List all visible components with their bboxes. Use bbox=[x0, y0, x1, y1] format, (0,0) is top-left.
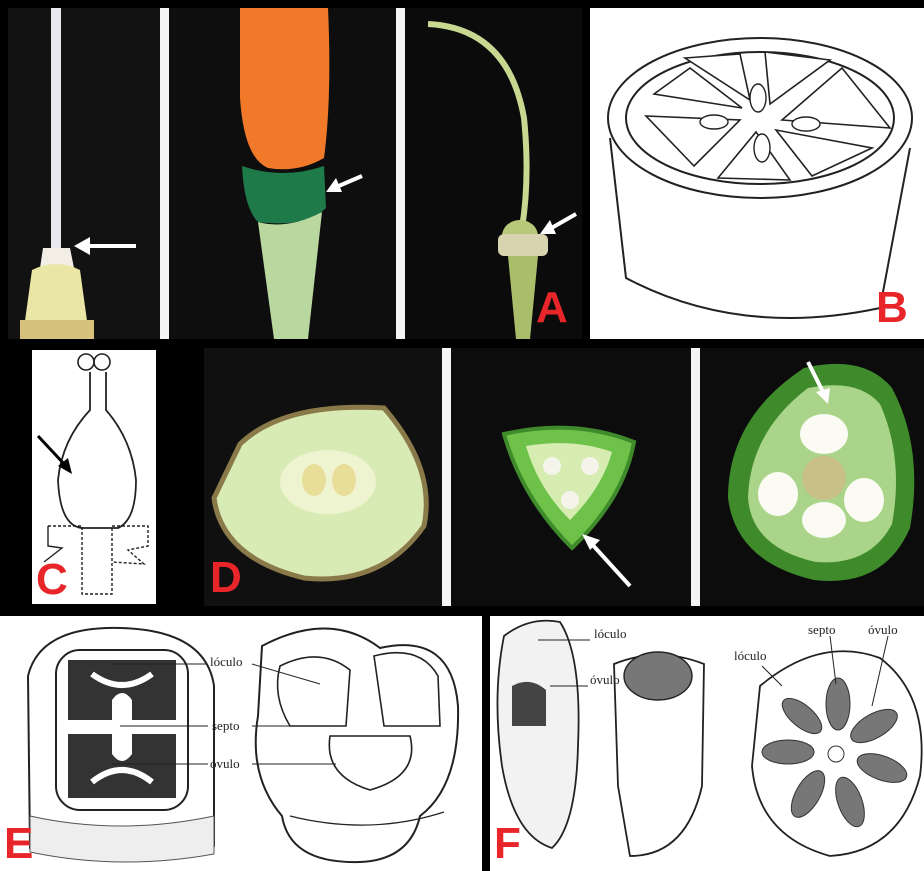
cross-section-e2 bbox=[256, 628, 458, 862]
panel-e: lóculo septo óvulo E bbox=[0, 616, 482, 871]
panel-b: B bbox=[590, 8, 924, 339]
label-e-septo: septo bbox=[212, 718, 239, 733]
panel-f: lóculo óvulo lóculo septo óvulo F bbox=[490, 616, 924, 871]
panel-a: A bbox=[8, 8, 582, 339]
panel-e-drawing: lóculo septo óvulo bbox=[0, 616, 482, 871]
longitudinal-section-f bbox=[497, 621, 578, 848]
label-f-septo: septo bbox=[808, 622, 835, 637]
label-f-ovulo-right: óvulo bbox=[868, 622, 898, 637]
panel-d: D bbox=[204, 348, 924, 606]
panel-label-a: A bbox=[536, 286, 568, 330]
orange-corolla bbox=[240, 8, 329, 169]
label-e-ovulo: óvulo bbox=[210, 756, 240, 771]
panel-label-c: C bbox=[36, 558, 68, 602]
photo-d2 bbox=[451, 348, 691, 606]
cross-section-e1 bbox=[28, 628, 214, 862]
panel-c: C bbox=[32, 350, 156, 604]
panel-f-drawing: lóculo óvulo lóculo septo óvulo bbox=[490, 616, 924, 871]
photo-d3 bbox=[700, 348, 924, 606]
panel-label-b: B bbox=[876, 286, 908, 330]
label-f-loculo-left: lóculo bbox=[594, 626, 627, 641]
label-e-loculo: lóculo bbox=[210, 654, 243, 669]
photo-a2 bbox=[169, 8, 396, 339]
arrow-c bbox=[38, 436, 72, 474]
style-stalk bbox=[51, 8, 61, 248]
panel-label-d: D bbox=[210, 556, 242, 600]
label-f-loculo-right: lóculo bbox=[734, 648, 767, 663]
ovary-cross-drawing bbox=[590, 8, 924, 339]
panel-a-photos bbox=[8, 8, 582, 339]
photo-a1 bbox=[8, 8, 160, 339]
panel-label-f: F bbox=[494, 822, 521, 866]
ovary-open-f bbox=[614, 652, 704, 856]
label-f-ovulo-left: óvulo bbox=[590, 672, 620, 687]
panel-d-photos bbox=[204, 348, 924, 606]
panel-label-e: E bbox=[4, 822, 33, 866]
